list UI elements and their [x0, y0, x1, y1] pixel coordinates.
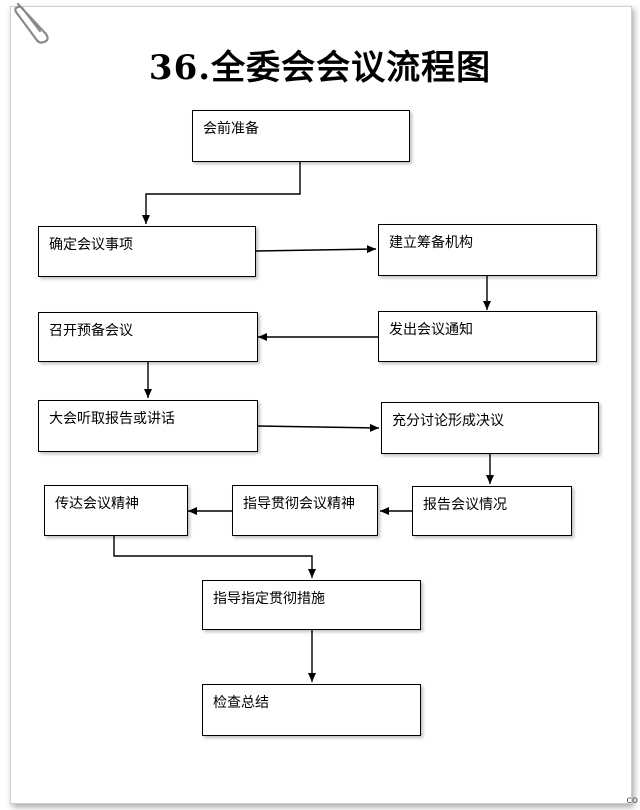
node-setup-org: 建立筹备机构	[378, 224, 597, 276]
node-prep: 会前准备	[192, 110, 410, 162]
node-confirm: 确定会议事项	[38, 226, 256, 277]
arrow-spread-to-measures	[113, 536, 316, 578]
node-review: 检查总结	[202, 684, 421, 736]
node-report-status: 报告会议情况	[412, 486, 572, 536]
node-guide-impl: 指导贯彻会议精神	[232, 485, 378, 536]
arrow-prep-to-confirm	[142, 162, 301, 224]
node-report-speech: 大会听取报告或讲话	[38, 400, 258, 452]
page-title: 36.全委会会议流程图	[148, 48, 492, 88]
node-spread: 传达会议精神	[44, 485, 188, 536]
arrow-confirm-to-setup	[255, 245, 377, 254]
node-pre-meeting: 召开预备会议	[38, 312, 258, 362]
arrow-report-to-discuss	[257, 423, 380, 432]
paperclip-icon	[14, 2, 49, 44]
node-guide-measures: 指导指定贯彻措施	[202, 580, 421, 630]
node-discuss: 充分讨论形成决议	[381, 402, 599, 454]
node-notice: 发出会议通知	[378, 311, 597, 362]
corner-mark: co	[626, 795, 638, 806]
